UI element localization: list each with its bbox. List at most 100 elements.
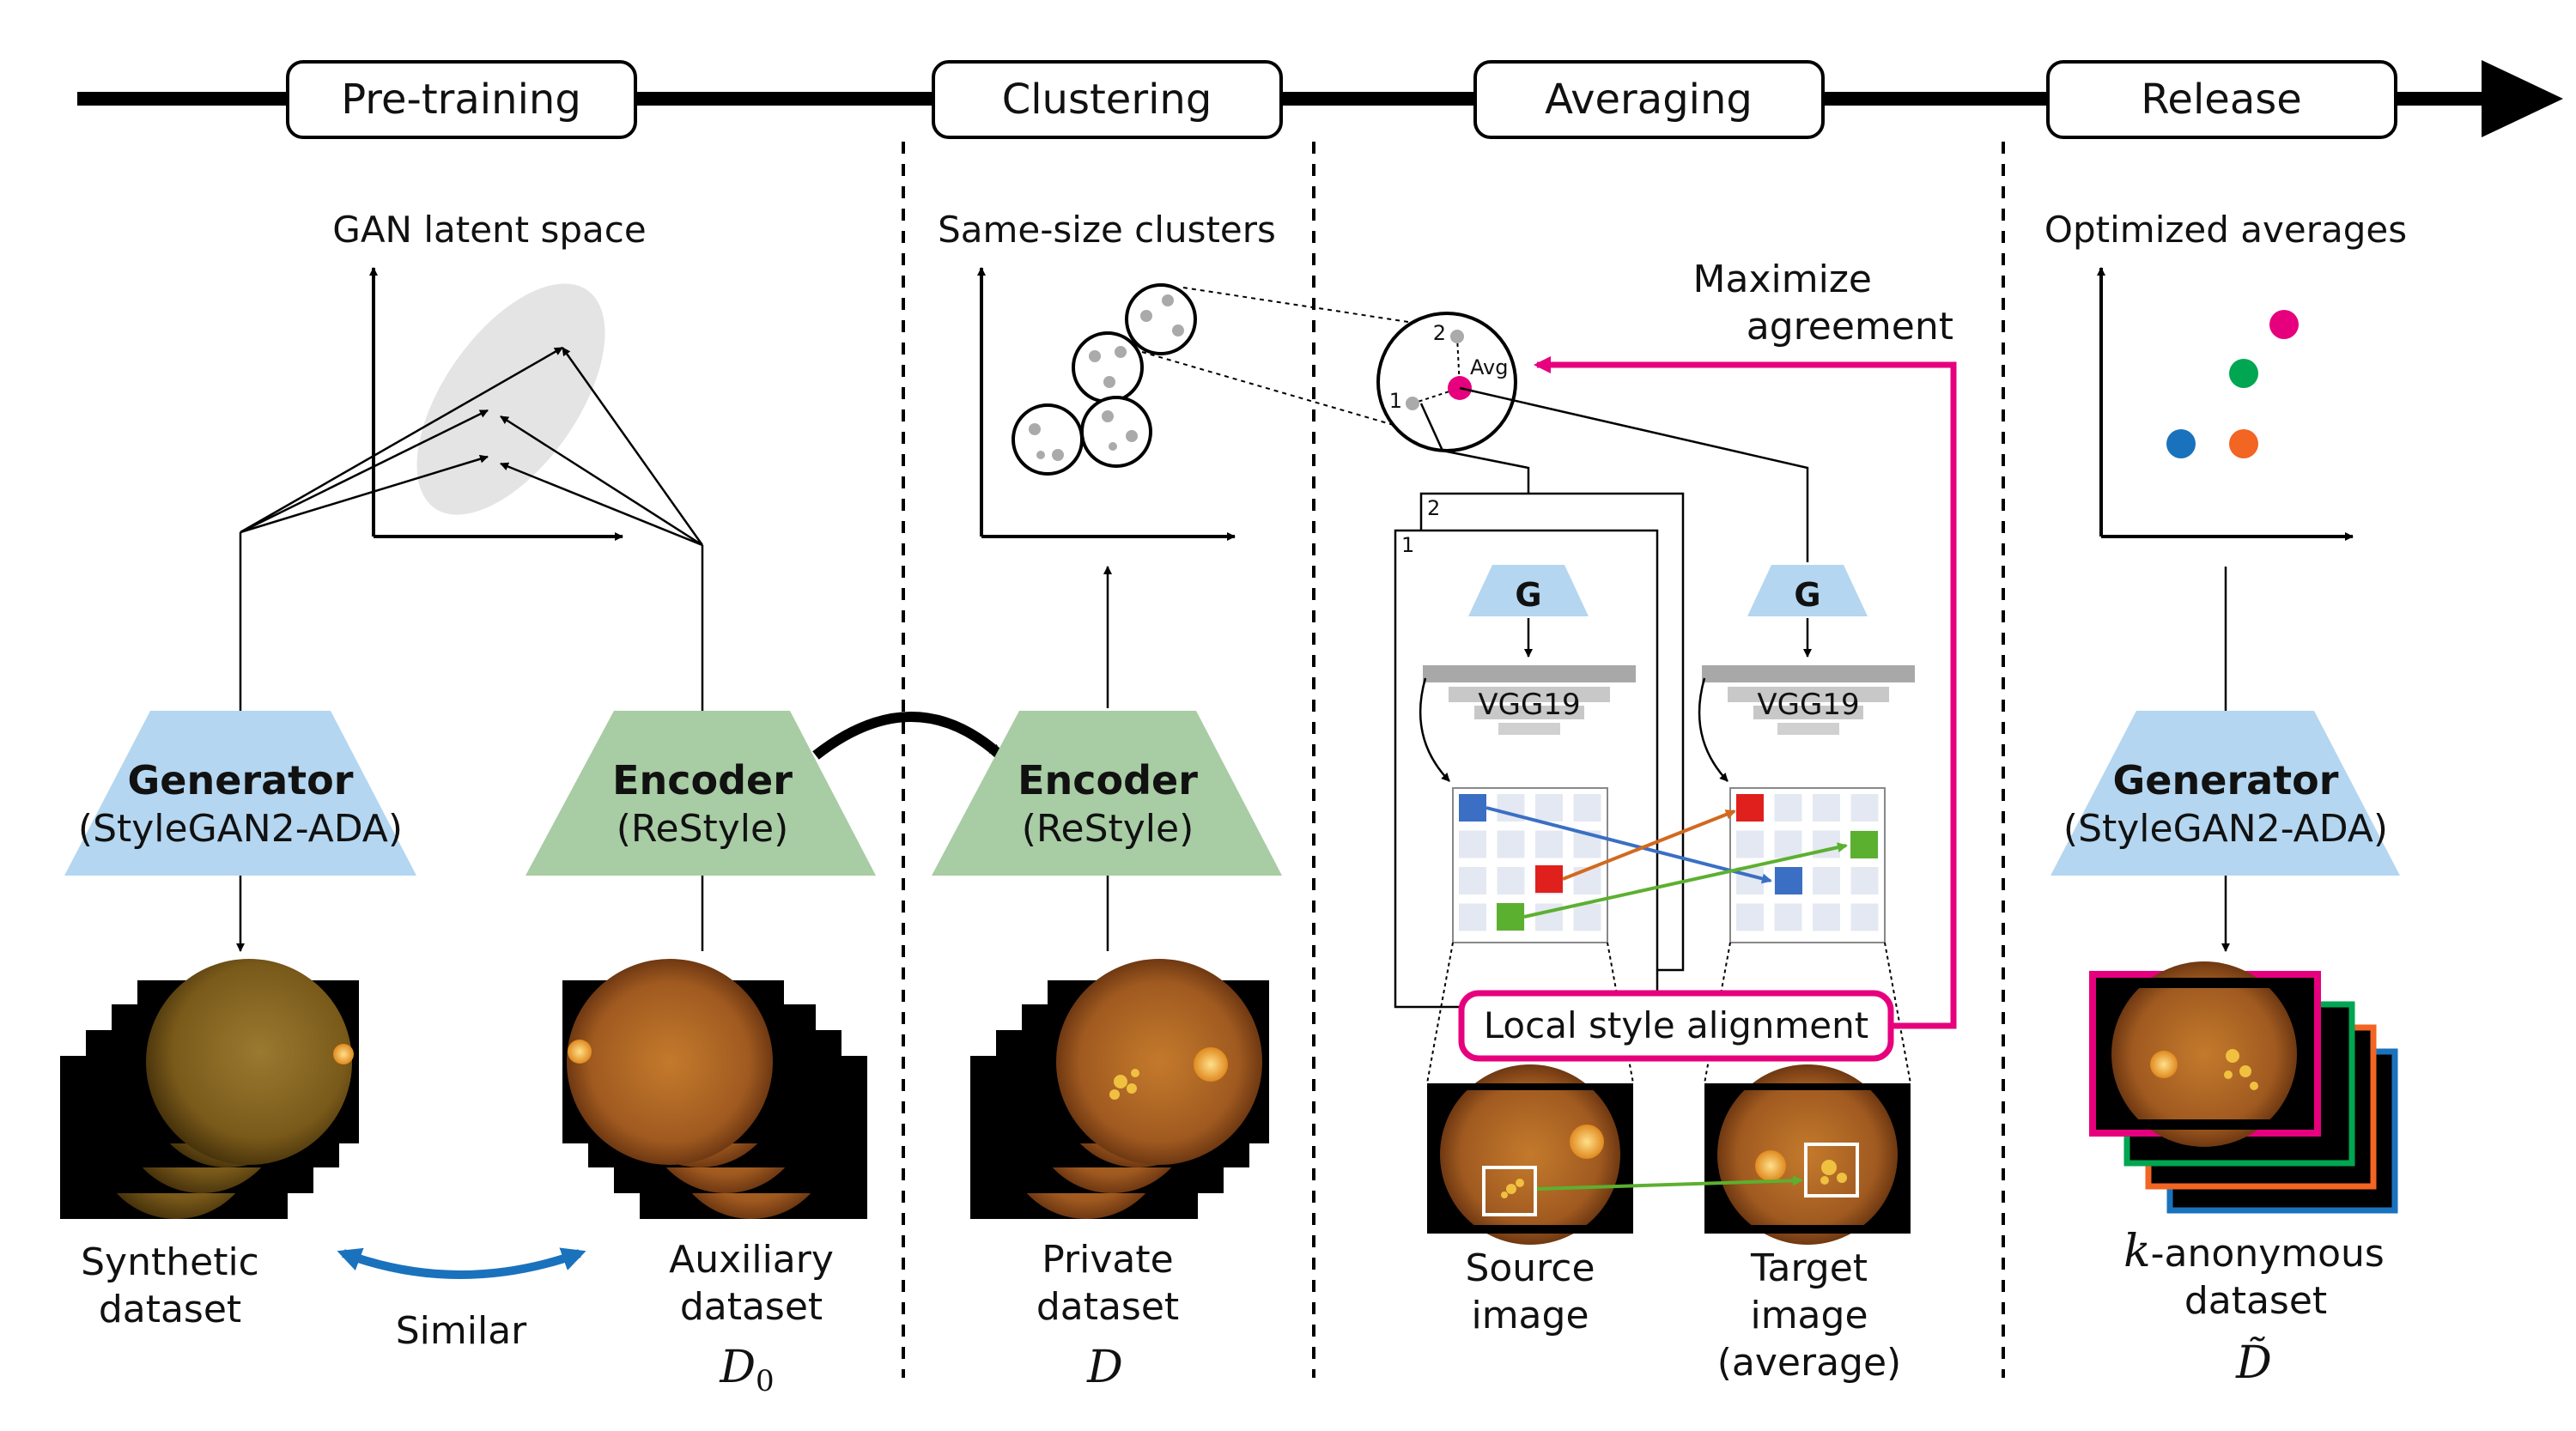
private-label-line2: dataset (1036, 1285, 1179, 1329)
optimized-title: Optimized averages (2044, 209, 2407, 251)
stage-label-release: Release (2141, 76, 2302, 124)
feature-blue-target (1775, 867, 1802, 894)
panel-label-1: 1 (1401, 533, 1414, 557)
generator-sub: (StyleGAN2-ADA) (2063, 807, 2388, 851)
alignment-label: Local style alignment (1484, 1004, 1868, 1046)
encoder-sub: (ReStyle) (1022, 807, 1194, 851)
feature-cell (1813, 903, 1840, 931)
latent-point-2 (1450, 330, 1464, 343)
cluster-3 (1012, 403, 1084, 476)
point-label-1: 1 (1389, 389, 1402, 413)
private-image-stack (970, 959, 1269, 1219)
alignment-box: Local style alignment (1458, 990, 1894, 1062)
feature-cell (1573, 794, 1601, 822)
stage-separators (902, 142, 2005, 1378)
stage-label-pretraining: Pre-training (341, 76, 581, 124)
average-point-pink (2269, 310, 2299, 339)
point-label-2: 2 (1433, 321, 1446, 345)
kanon-label-line2: dataset (2184, 1279, 2327, 1323)
average-point-orange (2229, 429, 2258, 458)
private-label-line1: Private (1042, 1238, 1173, 1282)
source-label-line1: Source (1465, 1246, 1595, 1290)
match-arrow-orange (1562, 809, 1736, 881)
match-arrow-blue (1485, 806, 1772, 884)
g-block-source: G (1468, 565, 1589, 658)
generator-sub: (StyleGAN2-ADA) (78, 807, 403, 851)
match-arrow-green (1523, 842, 1848, 919)
encoder-clustering: Encoder (ReStyle) (932, 711, 1282, 951)
target-image (1704, 1064, 1911, 1245)
target-label-line2: image (1750, 1294, 1868, 1337)
feature-grid-source (1452, 787, 1608, 943)
timeline-arrowhead (2482, 60, 2563, 137)
patch-match-arrow (1536, 1175, 1803, 1191)
feature-cell (1736, 867, 1764, 894)
maximize-label-line2: agreement (1747, 305, 1953, 349)
auxiliary-symbol-subscript: 0 (756, 1364, 775, 1398)
encoder-sub: (ReStyle) (617, 807, 789, 851)
source-image (1427, 1064, 1633, 1245)
feature-cell (1774, 830, 1802, 858)
feature-blue (1459, 794, 1486, 822)
agreement-loop-arrow (1534, 356, 1957, 1029)
g-label-source: G (1515, 576, 1541, 614)
feature-cell (1774, 794, 1802, 822)
feature-cell (1459, 830, 1486, 858)
auxiliary-symbol: D0 (719, 1342, 774, 1398)
stage-pretraining: Pre-training (286, 60, 637, 139)
auxiliary-symbol-d: D (719, 1342, 756, 1393)
feature-cell (1813, 794, 1840, 822)
release-image-stack (2089, 961, 2398, 1214)
feature-cell (1573, 903, 1601, 931)
latent-distribution (416, 283, 605, 515)
feature-green-target (1850, 831, 1878, 858)
auxiliary-label-line1: Auxiliary (669, 1238, 834, 1282)
feature-cell (1813, 830, 1840, 858)
release-symbol: D̃ (2235, 1337, 2272, 1389)
average-point-green (2229, 359, 2258, 388)
auxiliary-image-stack (562, 959, 867, 1219)
optimized-averages-plot: Optimized averages (2044, 209, 2407, 711)
feature-cell (1850, 903, 1879, 931)
feature-cell (1774, 903, 1802, 931)
generator-name: Generator (128, 757, 354, 803)
vgg-source: VGG19 (1419, 665, 1636, 782)
source-patch (1482, 1166, 1537, 1216)
stage-label-averaging: Averaging (1545, 76, 1753, 124)
encoder-pretraining: Encoder (ReStyle) (526, 711, 876, 951)
private-symbol: D (1086, 1342, 1123, 1393)
target-label-line3: (average) (1717, 1341, 1901, 1385)
similar-label: Similar (396, 1309, 527, 1353)
cluster-4 (1080, 396, 1152, 468)
synthetic-label-line1: Synthetic (81, 1240, 259, 1284)
feature-cell (1459, 867, 1486, 894)
feature-cell (1535, 830, 1563, 858)
feature-red-target (1736, 794, 1764, 822)
clusters-plot: Same-size clusters (938, 209, 1276, 708)
feature-cell (1813, 867, 1840, 894)
g-block-target: G (1747, 565, 1868, 658)
average-point-blue (2166, 429, 2196, 458)
feature-cell (1736, 830, 1764, 858)
kanon-k: k (2123, 1226, 2151, 1277)
latent-space-title: GAN latent space (332, 209, 646, 251)
feature-cell (1459, 903, 1486, 931)
feature-cell (1736, 903, 1764, 931)
feature-grid-target (1729, 787, 1886, 943)
synthetic-image-stack (60, 959, 359, 1219)
feature-red (1535, 865, 1563, 893)
generator-release: Generator (StyleGAN2-ADA) (2050, 711, 2400, 952)
synthetic-label-line2: dataset (99, 1288, 241, 1331)
cluster-1 (1125, 283, 1197, 355)
vgg-target: VGG19 (1698, 665, 1915, 782)
feature-cell (1497, 830, 1525, 858)
g-label-target: G (1794, 576, 1820, 614)
source-label-line2: image (1471, 1294, 1589, 1337)
kanon-label-line1: k-anonymous (2123, 1226, 2385, 1277)
vgg-label-source: VGG19 (1478, 688, 1580, 722)
kanon-suffix: -anonymous (2151, 1232, 2385, 1276)
maximize-label-line1: Maximize (1693, 258, 1872, 301)
stage-averaging: Averaging (1473, 60, 1825, 139)
avg-label: Avg (1470, 355, 1508, 379)
